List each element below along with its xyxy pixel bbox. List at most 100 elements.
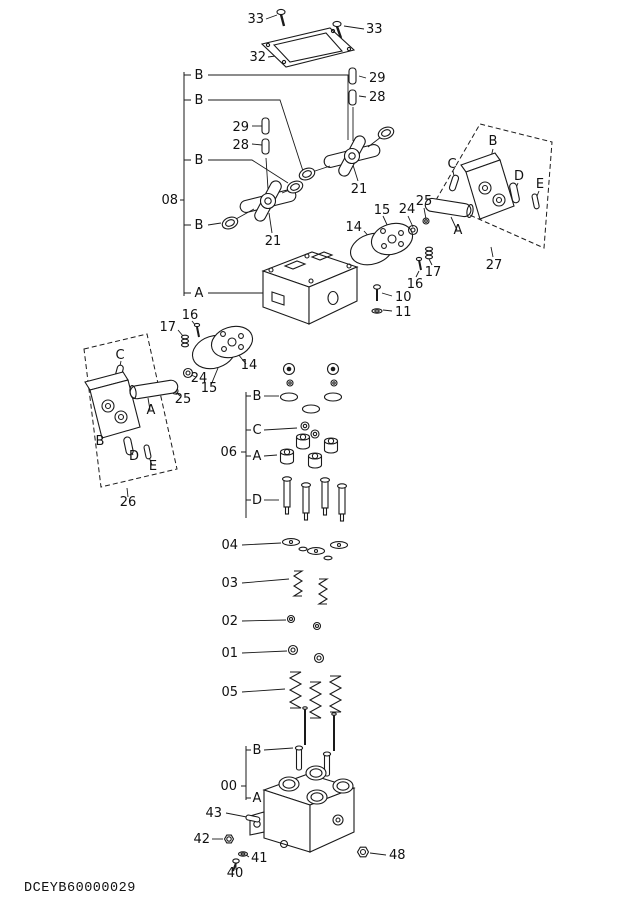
set-screw-16-right	[415, 256, 423, 271]
callout-a-left-box: A	[147, 403, 156, 418]
ring-24-right	[407, 224, 419, 236]
callout-d-right-box: D	[514, 169, 524, 184]
callout-32: 32	[249, 50, 266, 65]
callout-48: 48	[389, 848, 406, 863]
callout-28-right: 28	[369, 90, 386, 105]
callout-16-left: 16	[182, 308, 199, 323]
callout-25-right: 25	[416, 194, 433, 209]
callout-labels: 33 33 32 29 28 29 28 B B B B A 08 21 21 …	[96, 12, 545, 881]
callout-00: 00	[220, 779, 237, 794]
callout-e-left-box: E	[149, 459, 157, 474]
callout-04: 04	[221, 538, 238, 553]
rings-row-c	[300, 421, 320, 439]
callout-02: 02	[221, 614, 238, 629]
spool-pin-a-right	[424, 197, 474, 218]
needle-rods	[302, 706, 337, 751]
callout-16-right: 16	[407, 277, 424, 292]
cam-lever-21-left	[221, 180, 304, 230]
callout-42: 42	[193, 832, 210, 847]
callout-b-right-box: B	[489, 134, 498, 149]
bolt-33-left	[276, 8, 286, 27]
cam-plate-15-right	[370, 222, 414, 256]
nut-42	[223, 834, 235, 844]
callout-b-left-box: B	[96, 434, 105, 449]
swash-plate-14-left	[210, 325, 254, 359]
pin-28-right	[348, 89, 357, 106]
callout-a1: A	[195, 286, 204, 301]
callout-06: 06	[220, 445, 237, 460]
callout-40: 40	[227, 866, 244, 881]
callout-a-00: A	[253, 791, 262, 806]
pin-e-left	[143, 444, 152, 460]
spring-17-left	[180, 334, 190, 348]
pilot-valve-housing	[261, 251, 359, 325]
spring-17-right	[424, 246, 434, 260]
callout-33-right: 33	[366, 22, 383, 37]
pushrods-row-d	[281, 476, 348, 522]
callout-33-left: 33	[247, 12, 264, 27]
callout-17-left: 17	[159, 320, 176, 335]
pin-d-left	[123, 436, 134, 456]
callout-41: 41	[251, 851, 268, 866]
cam-lever-21-right	[298, 126, 395, 181]
callout-21-right: 21	[351, 182, 368, 197]
spool-pin-a-left	[129, 379, 179, 400]
pin-29-right	[348, 67, 357, 85]
callout-24-left: 24	[191, 371, 208, 386]
pin-d-right	[509, 182, 520, 204]
callout-14-right: 14	[345, 220, 362, 235]
pin-28-left	[261, 138, 270, 155]
callout-29-left: 29	[232, 120, 249, 135]
callout-25-left: 25	[175, 392, 192, 407]
callout-b2: B	[195, 93, 204, 108]
washer-11	[371, 308, 383, 314]
callout-11: 11	[395, 305, 412, 320]
callout-d-06: D	[252, 493, 262, 508]
group-brackets	[180, 72, 251, 800]
callout-15-right: 15	[374, 203, 391, 218]
callout-15-left: 15	[201, 381, 218, 396]
drawing-code: DCEYB60000029	[24, 881, 136, 896]
valve-body	[249, 765, 356, 853]
callout-03: 03	[221, 576, 238, 591]
callout-26: 26	[120, 495, 137, 510]
plug-48	[356, 846, 370, 858]
callout-e-right-box: E	[536, 177, 544, 192]
washer-41	[237, 851, 249, 857]
bolt-40	[232, 858, 240, 872]
callout-b-06: B	[253, 389, 262, 404]
callout-c-06: C	[252, 423, 261, 438]
callout-c-right-box: C	[447, 157, 456, 172]
port-block-26	[84, 371, 141, 439]
washers-row-02	[286, 614, 322, 631]
bolt-10	[373, 284, 381, 301]
callout-a-right-box: A	[454, 223, 463, 238]
callout-b3: B	[195, 153, 204, 168]
seals-row-b	[279, 362, 343, 414]
pin-29-left	[261, 117, 270, 135]
dashed-box-26	[83, 333, 178, 488]
stud-43	[245, 814, 261, 823]
set-screw-16-left	[193, 322, 201, 338]
callout-08: 08	[161, 193, 178, 208]
callout-b4: B	[195, 218, 204, 233]
callout-43: 43	[205, 806, 222, 821]
callout-24-right: 24	[399, 202, 416, 217]
springs-row-03	[292, 570, 329, 605]
poppets-row-01	[287, 644, 325, 664]
leader-lines	[100, 14, 540, 870]
callout-21-left: 21	[265, 234, 282, 249]
callout-10: 10	[395, 290, 412, 305]
callout-01: 01	[221, 646, 238, 661]
ring-24-left	[182, 367, 194, 379]
callout-c-left-box: C	[115, 348, 124, 363]
pin-c-right	[448, 174, 460, 192]
callout-29-right: 29	[369, 71, 386, 86]
bushings-row-a	[279, 433, 339, 469]
callout-b-00: B	[253, 743, 262, 758]
callout-14-left: 14	[241, 358, 258, 373]
bolt-33-right	[332, 20, 343, 39]
